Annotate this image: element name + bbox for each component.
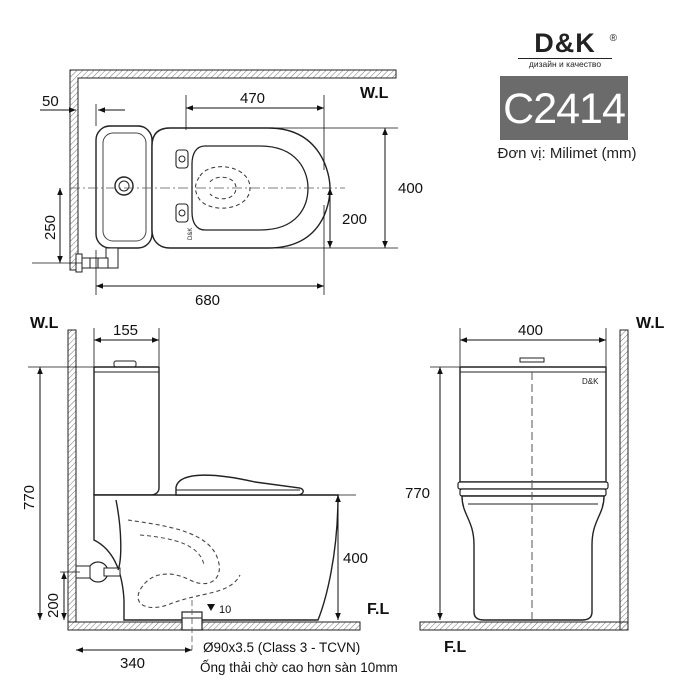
top-drain-dashed	[195, 166, 251, 209]
dim-wall-offset: 50	[42, 93, 59, 110]
side-seat	[175, 474, 304, 496]
dim-side-inlet-height: 200	[45, 593, 62, 618]
front-floor-label: F.L	[444, 639, 466, 656]
dim-depth: 400	[398, 180, 423, 197]
top-seat-logo: D&K	[188, 228, 194, 240]
drain-spec: Ø90x3.5 (Class 3 - TCVN)	[203, 640, 360, 655]
dim-tank-depth: 155	[113, 322, 138, 339]
side-tank	[93, 366, 160, 496]
registered-mark: ®	[609, 33, 618, 44]
unit-label: Đơn vị: Milimet (mm)	[497, 145, 637, 162]
front-floor	[419, 621, 629, 631]
top-tank-inner	[102, 132, 147, 242]
dim-total-length: 680	[195, 292, 220, 309]
dim-front-total-height: 770	[405, 485, 430, 502]
dim-side-total-height: 770	[21, 485, 38, 510]
front-body	[461, 495, 605, 621]
brand-logo: D&K ®	[500, 28, 630, 58]
side-floor	[67, 621, 361, 631]
drain-note: Ống thải chờ cao hơn sàn 10mm	[200, 660, 398, 675]
model-number: C2414	[500, 76, 628, 140]
front-view: W.L F.L D&K 400 770	[405, 315, 665, 656]
top-wall-label: W.L	[360, 85, 389, 102]
dim-bowl-length: 470	[240, 90, 265, 107]
dim-drain-height: 10	[219, 604, 231, 616]
side-trap-dashed	[127, 519, 241, 608]
side-floor-label: F.L	[367, 601, 389, 618]
brand-block: D&K ® дизайн и качество C2414	[500, 28, 630, 140]
side-view: W.L F.L 155 770	[21, 315, 398, 675]
side-wall	[67, 329, 77, 623]
flush-button-icon	[114, 176, 134, 196]
front-tank-logo: D&K	[582, 377, 599, 386]
top-wall	[69, 69, 397, 271]
side-inlet-valve	[75, 499, 122, 583]
top-inlet-valve	[75, 247, 119, 273]
front-wall-label: W.L	[636, 315, 665, 332]
side-wall-label: W.L	[30, 315, 59, 332]
top-view: W.L D&K 50	[32, 69, 423, 309]
front-wall	[619, 329, 629, 631]
dim-rough-in: 340	[120, 655, 145, 672]
top-seat-opening	[191, 145, 309, 231]
dim-seat-height: 400	[343, 550, 368, 567]
dim-inlet-height: 250	[42, 215, 59, 240]
dim-half-depth: 200	[342, 211, 367, 228]
brand-tagline: дизайн и качество	[518, 58, 612, 70]
dim-front-width: 400	[518, 322, 543, 339]
side-body	[93, 494, 339, 621]
brand-logo-text: D&K	[534, 28, 596, 58]
